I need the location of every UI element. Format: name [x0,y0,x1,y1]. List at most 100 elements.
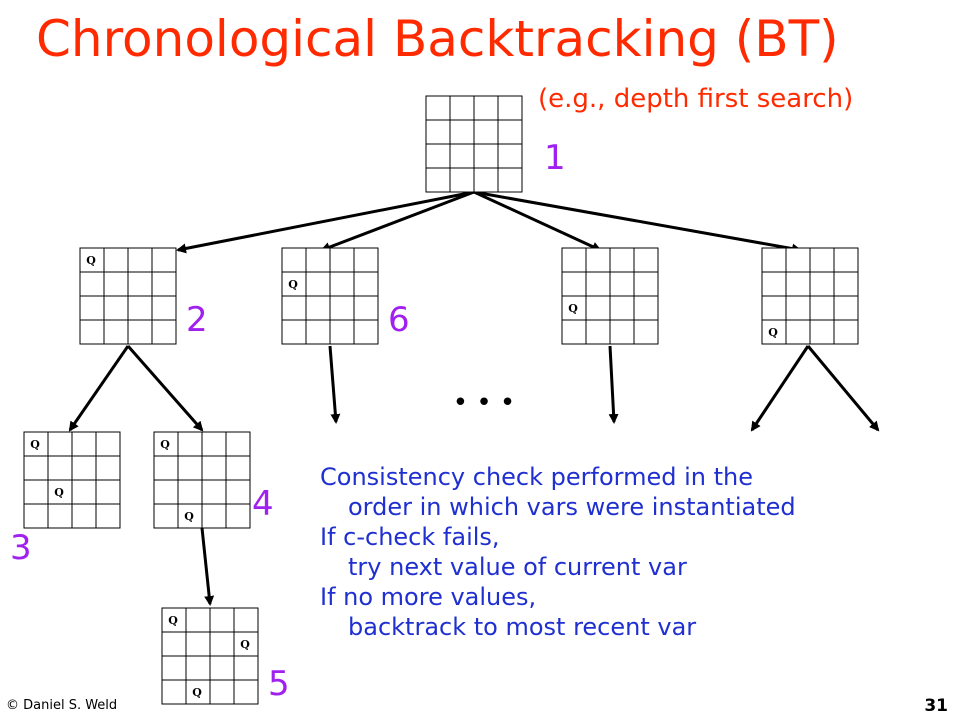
board-cell [633,295,659,321]
board-cell [281,295,307,321]
board-cell [151,271,177,297]
board-cell [201,479,227,505]
queen-marker: Q [768,326,778,339]
text-line: If no more values, [320,583,537,611]
board-cell [425,95,451,121]
board-cell [185,631,211,657]
board-cell [161,631,187,657]
board-cell [47,455,73,481]
board-cell [79,271,105,297]
board-cell [177,431,203,457]
board-cell [103,295,129,321]
board-cell [47,479,73,505]
board-cell [305,295,331,321]
board-cell [185,679,211,705]
board-cell [353,271,379,297]
board-cell [153,455,179,481]
queen-marker: Q [86,254,96,267]
board-cell [449,119,475,145]
tree-edge-arrow [126,345,204,432]
queen-marker: Q [240,638,250,651]
text-line: Consistency check performed in the [320,463,753,491]
queen-marker: Q [54,486,64,499]
board-cell [161,679,187,705]
text-line: order in which vars were instantiated [348,493,796,521]
board-cell [209,607,235,633]
board-cell [225,455,251,481]
board-cell [233,655,259,681]
tree-edge-arrow [200,527,215,606]
board-cell [201,503,227,529]
board-cell [785,247,811,273]
board-cell [585,319,611,345]
chess-board: QQ [153,431,251,529]
board-cell [233,607,259,633]
board-cell [449,143,475,169]
board-cell [497,143,523,169]
board-cell [225,503,251,529]
board-cell [585,295,611,321]
board-cell [609,319,635,345]
board-cell [127,319,153,345]
board-cell [561,271,587,297]
board-cell [47,431,73,457]
board-cell [103,247,129,273]
board-cell [761,271,787,297]
board-cell [329,271,355,297]
board-cell [177,479,203,505]
board-cell [449,167,475,193]
board-cell [95,431,121,457]
board-cell [305,247,331,273]
node-label-3: 3 [10,528,32,568]
board-cell [833,271,859,297]
board-cell [225,479,251,505]
board-cell [473,119,499,145]
board-cell [833,319,859,345]
board-cell [561,247,587,273]
board-cell [95,479,121,505]
node-label-4: 4 [252,484,274,524]
chess-board: QQQ [161,607,259,705]
board-cell [201,431,227,457]
board-cell [497,95,523,121]
board-cell [329,295,355,321]
board-cell [473,95,499,121]
board-cell [833,247,859,273]
board-cell [103,319,129,345]
board-cell [785,271,811,297]
board-cell [761,295,787,321]
copyright-footer: © Daniel S. Weld [6,698,118,713]
node-label-5: 5 [268,664,290,704]
board-cell [185,607,211,633]
board-cell [23,503,49,529]
tree-edge-arrow [473,190,602,252]
board-cell [153,503,179,529]
chess-board: Q [281,247,379,345]
board-cell [233,679,259,705]
board-cell [633,271,659,297]
board-cell [833,295,859,321]
slide-title: Chronological Backtracking (BT) [36,10,839,68]
board-cell [809,295,835,321]
board-cell [425,167,451,193]
chess-board: Q [79,247,177,345]
board-cell [127,295,153,321]
board-cell [585,247,611,273]
board-cell [201,455,227,481]
board-cell [161,655,187,681]
board-cell [95,503,121,529]
board-cell [209,655,235,681]
board-cell [329,319,355,345]
queen-marker: Q [288,278,298,291]
page-number: 31 [924,696,948,716]
board-cell [209,631,235,657]
board-cell [151,319,177,345]
board-cell [127,247,153,273]
queen-marker: Q [168,614,178,627]
queen-marker: Q [568,302,578,315]
board-cell [785,319,811,345]
board-cell [473,143,499,169]
board-cell [281,319,307,345]
board-cell [633,319,659,345]
